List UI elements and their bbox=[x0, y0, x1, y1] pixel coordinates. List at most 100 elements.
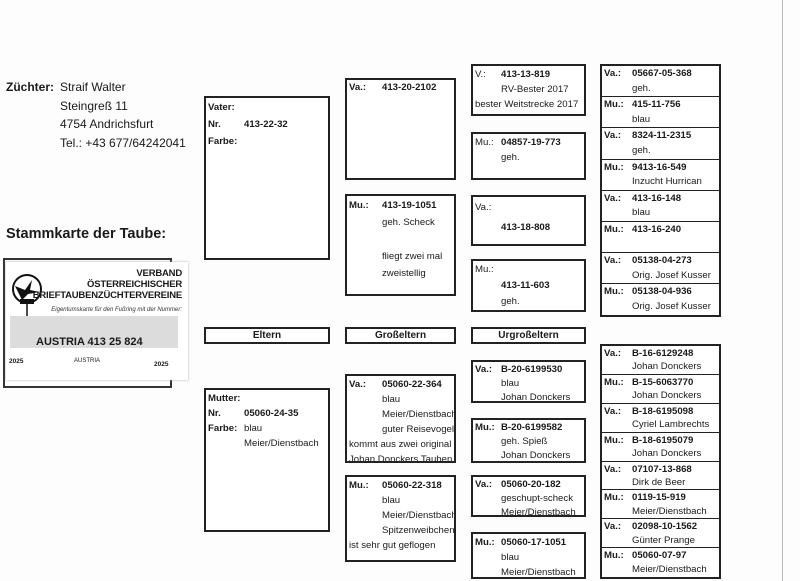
ancestor-note: Johan Donckers Tauben bbox=[349, 454, 453, 463]
org-line-1: VERBAND bbox=[136, 268, 182, 279]
ancestor-header-row: Mu.:05060-22-318 bbox=[349, 478, 452, 493]
ancestor-note-row: geschupt-scheck bbox=[475, 492, 582, 506]
ancestor-note: Johan Donckers bbox=[501, 450, 571, 461]
ancestor-note: Spitzenweibchen bbox=[382, 525, 455, 536]
ancestor-number: 05060-20-182 bbox=[501, 479, 561, 490]
ancestor-cell: Mu.:413-16-240 bbox=[602, 222, 719, 254]
ancestor-note: bester Weitstrecke 2017 bbox=[475, 99, 579, 110]
ancestor-number: 05060-17-1051 bbox=[501, 537, 567, 548]
ancestor-note: Meier/Dienstbach bbox=[501, 567, 576, 578]
org-line-3: BRIEFTAUBENZÜCHTERVEREINE bbox=[32, 290, 182, 301]
ancestor-tag: Mu.: bbox=[349, 200, 369, 211]
ancestor-number: 05060-07-97 bbox=[632, 550, 687, 562]
ancestor-note: fliegt zwei mal bbox=[382, 251, 443, 262]
header-great-grandparents: Urgroßeltern bbox=[471, 327, 586, 344]
ancestor-note: Inzucht Hurrican bbox=[632, 176, 702, 188]
ancestor-number: 05138-04-936 bbox=[632, 286, 692, 298]
ancestor-note: Meier/Dienstbach bbox=[632, 505, 707, 517]
ancestor-note: geh. Spieß bbox=[501, 436, 548, 447]
mother-box: Mutter: Nr.05060-24-35 Farbe:blau Meier/… bbox=[204, 388, 330, 532]
breeder-city: 4754 Andrichsfurt bbox=[60, 117, 154, 131]
father-color-label: Farbe: bbox=[208, 136, 238, 147]
ancestor-note-row: zweistellig bbox=[349, 265, 452, 282]
ancestor-note: geh. Scheck bbox=[382, 217, 435, 228]
ancestor-number: 413-13-819 bbox=[501, 69, 551, 80]
ancestor-note-row bbox=[349, 231, 452, 248]
ancestor-note: Günter Prange bbox=[632, 534, 695, 546]
ancestor-tag: Va.: bbox=[604, 405, 622, 417]
ring-band bbox=[10, 316, 178, 348]
great-grandparents-box: Va.:413-18-808 bbox=[471, 195, 586, 246]
ancestor-number: 0119-15-919 bbox=[632, 492, 686, 504]
ancestor-cell: Mu.: 415-11-756 blau bbox=[602, 97, 719, 129]
header-parents: Eltern bbox=[204, 327, 330, 344]
ancestor-note: Cyriel Lambrechts bbox=[632, 419, 710, 431]
ancestor-note-row: Meier/Dienstbach bbox=[475, 565, 582, 578]
ancestor-note: zweistellig bbox=[382, 268, 426, 279]
ancestor-note: Dirk de Beer bbox=[632, 477, 686, 489]
ancestor-header-row: Mu.:B-20-6199582 bbox=[475, 421, 582, 435]
father-box: Vater: Nr.413-22-32 Farbe: bbox=[204, 96, 330, 260]
ancestor-note-row: blau bbox=[475, 377, 582, 391]
ancestor-tag: Mu.: bbox=[604, 99, 624, 111]
ancestor-number: 415-11-756 bbox=[632, 99, 681, 111]
breeder-street: Steingreß 11 bbox=[60, 98, 128, 113]
ancestor-note: Orig. Josef Kusser bbox=[632, 269, 711, 281]
ancestor-note-row: geh. Scheck bbox=[349, 214, 452, 231]
ancestor-number: B-18-6195079 bbox=[632, 434, 694, 446]
ancestor-note: Meier/Dienstbach bbox=[382, 409, 456, 420]
ancestor-tag: Va.: bbox=[604, 68, 622, 79]
ancestor-note-row: RV-Bester 2017 bbox=[475, 82, 582, 97]
page-edge-line bbox=[782, 0, 783, 581]
breeder-label: Züchter: bbox=[6, 80, 54, 94]
ancestor-note: geh. bbox=[501, 152, 520, 163]
ancestor-header-row: Mu.: 05060-17-1051 bbox=[475, 535, 582, 550]
ancestor-number: 05060-22-364 bbox=[382, 379, 442, 390]
year-right: 2025 bbox=[154, 361, 169, 368]
ancestor-header-row: Va.: 05060-20-182 bbox=[475, 478, 582, 492]
org-line-2: ÖSTERREICHISCHER bbox=[87, 279, 182, 290]
breeder-name: Straif Walter bbox=[60, 80, 126, 94]
ancestor-note: geschupt-scheck bbox=[501, 493, 573, 504]
ancestor-tag: Mu.: bbox=[349, 480, 369, 491]
ancestor-note: blau bbox=[501, 552, 520, 563]
ancestor-number: 04857-19-773 bbox=[501, 137, 561, 148]
ancestor-note: blau bbox=[382, 394, 401, 405]
ancestor-number: 413-16-148 bbox=[632, 192, 682, 204]
ancestor-tag: Va.: bbox=[604, 130, 622, 142]
grandparents-box: Va.:413-20-2102 bbox=[345, 78, 456, 180]
mother-color: blau bbox=[244, 423, 263, 434]
ancestor-tag: Va.: bbox=[604, 348, 622, 359]
ancestor-note: guter Reisevogel bbox=[382, 424, 454, 435]
ancestor-note-row: fliegt zwei mal bbox=[349, 248, 452, 265]
card-subtitle: Eigentumskarte für den Fußring mit der N… bbox=[51, 307, 182, 313]
ancestor-note-row: geh. Spieß bbox=[475, 435, 582, 449]
ancestor-tag: Va.: bbox=[604, 255, 622, 267]
ancestor-header-row: Va.:B-20-6199530 bbox=[475, 363, 582, 377]
ancestor-note-row: Spitzenweibchen bbox=[349, 523, 455, 538]
ancestor-header-row: Va.: bbox=[475, 198, 582, 218]
ancestor-number: B-20-6199530 bbox=[501, 364, 563, 375]
ancestor-header-row: V.:413-13-819 bbox=[475, 67, 582, 82]
ancestor-tag: Va.: bbox=[349, 82, 367, 93]
ancestor-note: blau bbox=[632, 113, 651, 125]
ancestor-note-row: blau bbox=[349, 392, 452, 407]
ancestor-number: 413-11-603 bbox=[501, 280, 550, 291]
ring-number: AUSTRIA 413 25 824 bbox=[36, 336, 143, 348]
mother-color-label: Farbe: bbox=[208, 423, 238, 434]
ancestor-tag: Mu.: bbox=[475, 537, 495, 548]
ancestor-note: RV-Bester 2017 bbox=[501, 84, 569, 95]
ancestor-tag: Va.: bbox=[475, 479, 493, 490]
